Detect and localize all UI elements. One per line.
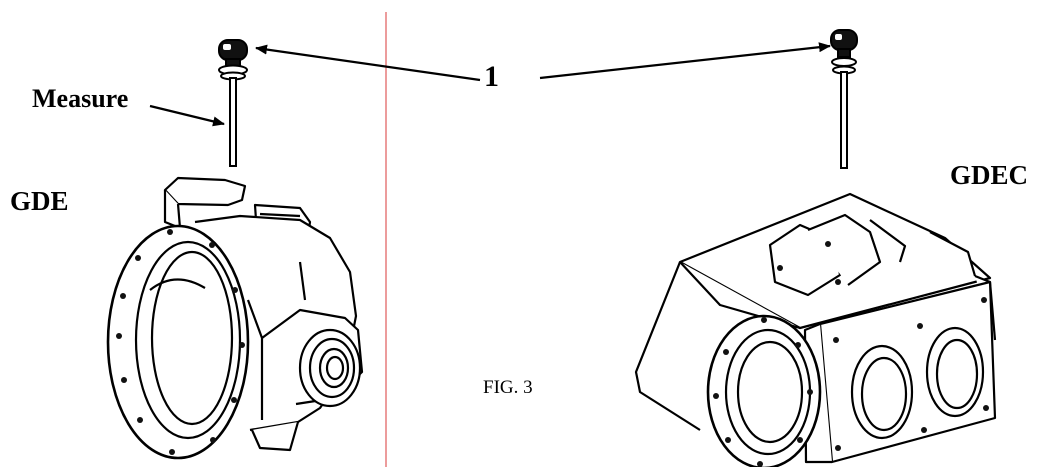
gde-label: GDE <box>10 186 69 216</box>
figure-caption: FIG. 3 <box>483 377 533 398</box>
callout-number-1: 1 <box>484 60 499 93</box>
gdec-housing <box>634 192 997 467</box>
arrow-measure <box>149 104 225 127</box>
dipstick-right <box>830 29 858 169</box>
dipstick-left <box>218 39 248 167</box>
arrow-callout-left <box>255 44 481 82</box>
gde-housing <box>106 176 364 460</box>
gdec-label: GDEC <box>950 160 1029 190</box>
leader-arrows <box>149 42 831 127</box>
arrow-callout-right <box>539 42 831 80</box>
measure-label: Measure <box>32 84 129 113</box>
